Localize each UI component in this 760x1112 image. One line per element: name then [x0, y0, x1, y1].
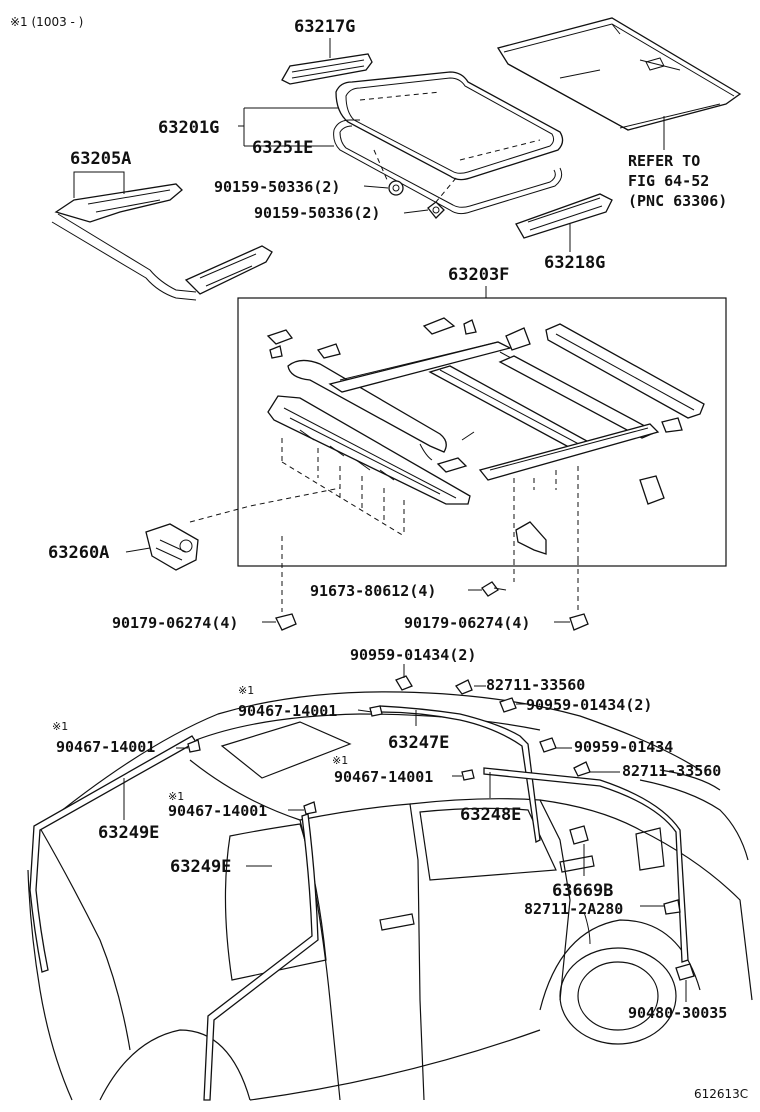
- clip-90159-a: [388, 180, 404, 196]
- label-90467-b[interactable]: 90467-14001: [56, 738, 155, 756]
- grommet-90179-a: [275, 613, 297, 631]
- sunshade-drawing: [496, 17, 742, 131]
- label-90959-a[interactable]: 90959-01434(2): [350, 646, 476, 664]
- label-90959-c[interactable]: 90959-01434: [574, 738, 673, 756]
- header-note: ※1 (1003 - ): [10, 15, 83, 29]
- label-90179-b[interactable]: 90179-06274(4): [404, 614, 530, 632]
- vehicle-body-drawing: [27, 691, 753, 1101]
- mark-3[interactable]: ※1: [332, 754, 348, 767]
- label-63247e[interactable]: 63247E: [388, 733, 449, 753]
- mark-1[interactable]: ※1: [238, 684, 254, 697]
- label-82711-c[interactable]: 82711-2A280: [524, 900, 623, 918]
- label-63260a[interactable]: 63260A: [48, 543, 109, 563]
- bolt-91673: [481, 581, 507, 597]
- sunroof-frame-drawing: [266, 317, 705, 505]
- label-63248e[interactable]: 63248E: [460, 805, 521, 825]
- mark-4[interactable]: ※1: [168, 790, 184, 803]
- weatherstrip-63249e-b: [203, 813, 319, 1101]
- label-63249e-b[interactable]: 63249E: [170, 857, 231, 877]
- part-63218g-drawing: [515, 193, 613, 239]
- label-90179-a[interactable]: 90179-06274(4): [112, 614, 238, 632]
- glass-seal-drawing: [333, 119, 563, 215]
- clips-car: [187, 675, 695, 981]
- figure-id: 612613C: [694, 1087, 748, 1101]
- weatherstrip-63247e: [379, 705, 541, 843]
- label-63205a[interactable]: 63205A: [70, 149, 131, 169]
- label-90467-c[interactable]: 90467-14001: [334, 768, 433, 786]
- label-82711-b[interactable]: 82711-33560: [622, 762, 721, 780]
- weatherstrip-63249e-a: [29, 735, 197, 973]
- label-63251e[interactable]: 63251E: [252, 138, 313, 158]
- label-90159-b[interactable]: 90159-50336(2): [254, 204, 380, 222]
- mark-2[interactable]: ※1: [52, 720, 68, 733]
- bracket-lower: [515, 521, 547, 555]
- refer-line1[interactable]: REFER TO: [628, 152, 700, 170]
- part-63205a-drawing: [51, 183, 273, 301]
- grommet-90179-b: [569, 613, 589, 631]
- clip-90159-b: [427, 201, 445, 219]
- weatherstrip-63248e: [483, 767, 689, 963]
- label-90159-a[interactable]: 90159-50336(2): [214, 178, 340, 196]
- label-90480[interactable]: 90480-30035: [628, 1004, 727, 1022]
- label-63217g[interactable]: 63217G: [294, 17, 355, 37]
- glass-panel-drawing: [335, 71, 564, 181]
- refer-line3[interactable]: (PNC 63306): [628, 192, 727, 210]
- label-63203f[interactable]: 63203F: [448, 265, 509, 285]
- label-90959-b[interactable]: 90959-01434(2): [526, 696, 652, 714]
- part-63260a-drawing: [145, 523, 199, 571]
- label-82711-a[interactable]: 82711-33560: [486, 676, 585, 694]
- label-63669b[interactable]: 63669B: [552, 881, 613, 901]
- label-90467-a[interactable]: 90467-14001: [238, 702, 337, 720]
- label-91673[interactable]: 91673-80612(4): [310, 582, 436, 600]
- refer-line2[interactable]: FIG 64-52: [628, 172, 709, 190]
- frame-assembly-box: [237, 297, 727, 567]
- part-63217g-drawing: [281, 53, 373, 85]
- label-63218g[interactable]: 63218G: [544, 253, 605, 273]
- label-63201g[interactable]: 63201G: [158, 118, 219, 138]
- label-90467-d[interactable]: 90467-14001: [168, 802, 267, 820]
- label-63249e-a[interactable]: 63249E: [98, 823, 159, 843]
